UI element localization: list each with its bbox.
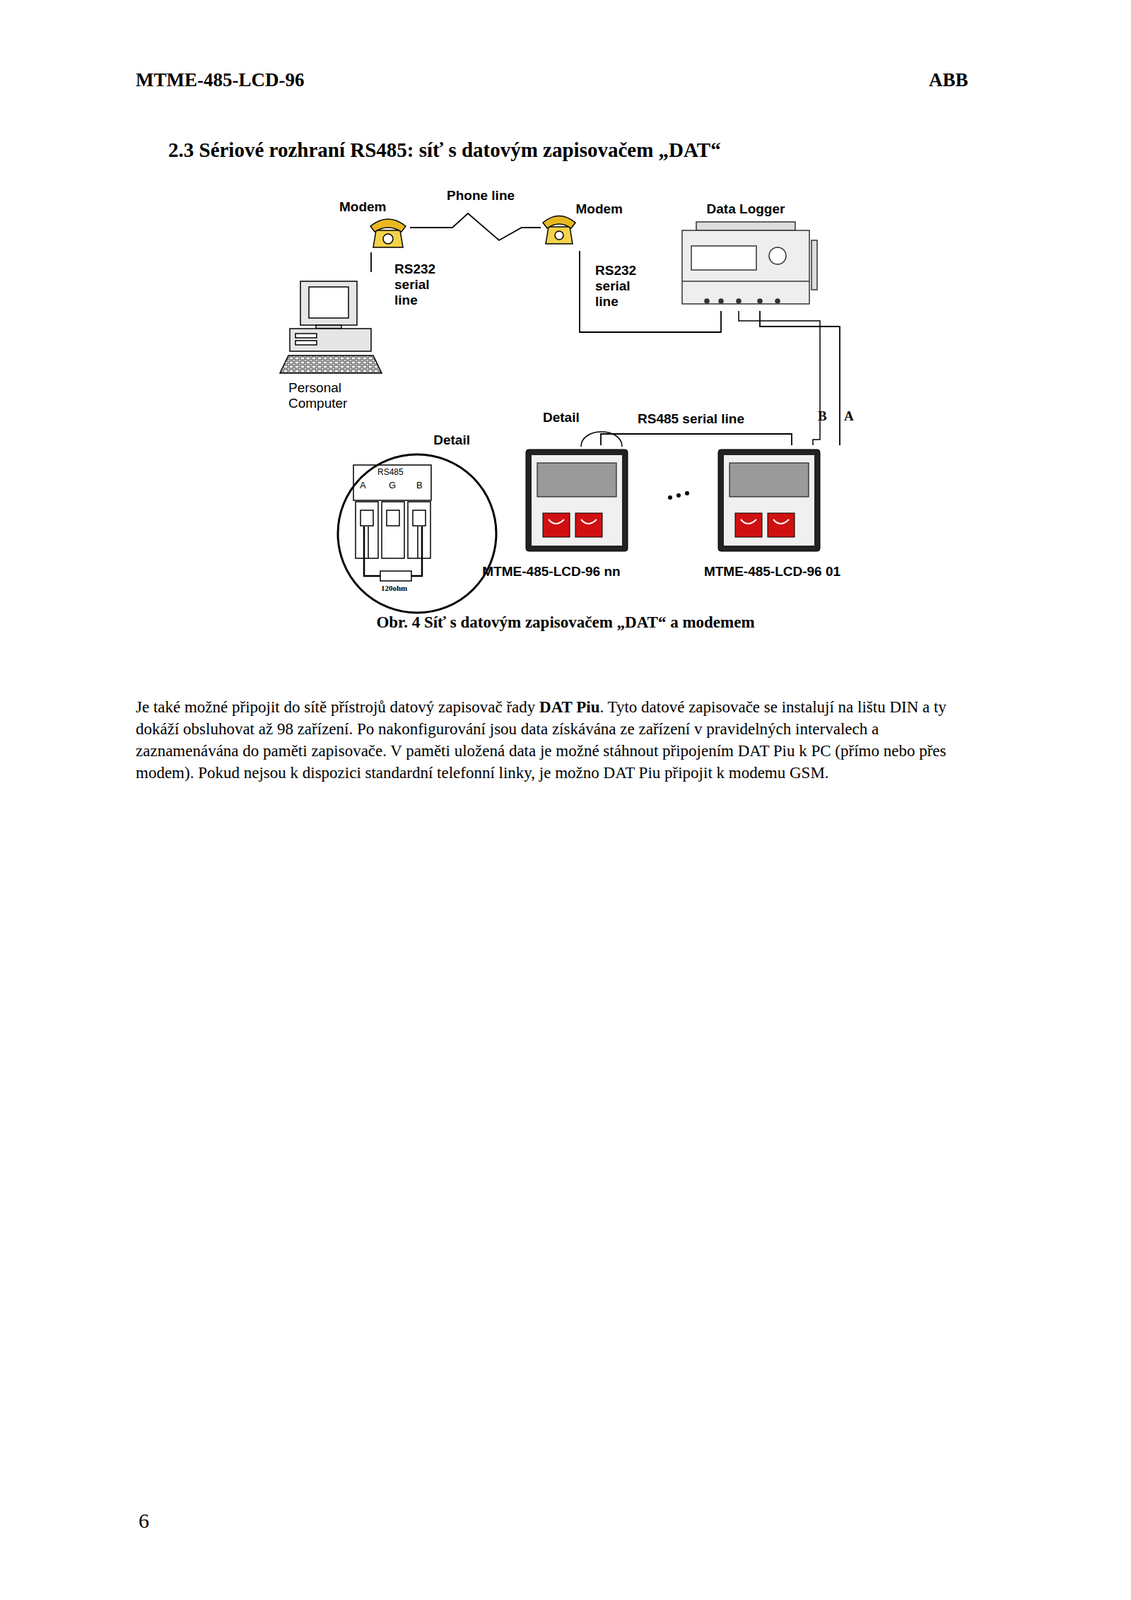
body-text: Je také možné připojit do sítě přístrojů…: [135, 698, 536, 717]
data-logger-node: Data Logger: [675, 201, 817, 312]
computer-icon: [279, 281, 382, 374]
serial-cable: [579, 250, 722, 333]
page-number: 6: [138, 1509, 150, 1534]
modem-node: Modem: [332, 199, 410, 253]
serial-cable: [759, 311, 840, 446]
interface-name: RS485: [377, 467, 404, 478]
data-logger-icon: [682, 221, 818, 304]
node-label: Modem: [576, 201, 624, 218]
cable-label: RS232 serial line: [593, 262, 648, 310]
header-text: MTME-485-LCD-96: [135, 69, 304, 92]
modem-icon: [370, 219, 406, 248]
pin-name: A: [359, 480, 367, 492]
body-text-bold: DAT Piu: [539, 698, 600, 717]
wire-name: A: [844, 408, 854, 425]
meter-node: MTME-485-LCD-96 nn: [463, 445, 640, 580]
paragraph: Je také možné připojit do sítě přístrojů…: [135, 696, 978, 784]
pin-name: G: [388, 480, 396, 492]
pin-name: B: [416, 480, 423, 492]
resistor-value: 120ohm: [381, 583, 408, 594]
node-label: Personal Computer: [288, 380, 368, 412]
meter-icon: [525, 449, 628, 552]
computer-node: Personal Computer: [282, 272, 386, 412]
node-label: Modem: [339, 199, 387, 215]
continuation-dots: [667, 491, 690, 500]
node-label: Detail: [433, 432, 471, 449]
node-label: Data Logger: [706, 201, 786, 218]
cable-label: RS232 serial line: [393, 261, 447, 309]
resistor-symbol: [380, 571, 412, 582]
detail-outline: [335, 432, 499, 615]
detail-circle: Detail: [335, 432, 499, 615]
meter-node: MTME-485-LCD-96 01: [696, 445, 849, 580]
detail-outline: [337, 454, 497, 613]
section-title: 2.3 Sériové rozhraní RS485: síť s datový…: [168, 138, 722, 162]
serial-cable: [600, 434, 792, 446]
wire-name: B: [817, 408, 828, 425]
node-label: MTME-485-LCD-96 nn: [482, 564, 620, 580]
serial-cable: [409, 213, 541, 241]
serial-cable: [370, 252, 372, 273]
modem-node: Modem: [540, 201, 626, 251]
rs485-wire: [738, 311, 820, 446]
modem-icon: [542, 216, 576, 245]
cable-label: Phone line: [445, 188, 517, 204]
detail-label: Detail: [542, 409, 580, 426]
cable-label: RS485 serial line: [636, 411, 746, 427]
header-text: ABB: [928, 69, 969, 92]
terminal-block: [353, 465, 432, 582]
node-label: MTME-485-LCD-96 01: [704, 564, 841, 580]
figure-caption: Obr. 4 Síť s datovým zapisovačem „DAT“ a…: [0, 613, 1131, 632]
meter-icon: [718, 449, 820, 552]
